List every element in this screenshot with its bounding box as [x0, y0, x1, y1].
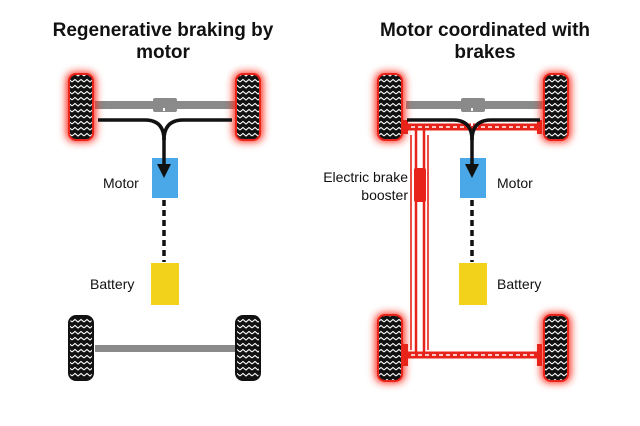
left-front-right-wheel: [233, 72, 263, 142]
electric-brake-booster-block: [414, 168, 426, 202]
right-flow-arrowhead: [465, 164, 479, 178]
right-differential: [461, 98, 485, 112]
left-rear-left-wheel: [68, 315, 94, 381]
left-battery-label: Battery: [90, 276, 135, 292]
right-battery-label: Battery: [497, 276, 542, 292]
left-battery-block: [151, 263, 179, 305]
right-rear-right-wheel: [541, 313, 571, 383]
right-flow-from-right-wheel: [470, 118, 540, 141]
right-title-line-2: brakes: [454, 42, 516, 63]
booster-label-line-2: booster: [361, 187, 408, 203]
booster-label: Electric brake booster: [308, 168, 408, 204]
right-front-right-wheel: [541, 72, 571, 142]
right-rear-left-wheel: [375, 313, 405, 383]
left-front-left-wheel: [66, 72, 96, 142]
brake-lines: [403, 120, 542, 366]
left-motor-label: Motor: [103, 175, 139, 191]
left-flow-from-right-wheel: [162, 118, 232, 141]
left-title-line-2: motor: [136, 42, 190, 63]
right-battery-block: [459, 263, 487, 305]
right-title-line-1: Motor coordinated with: [379, 20, 591, 41]
right-motor-label: Motor: [497, 175, 533, 191]
right-front-left-wheel: [375, 72, 405, 142]
booster-label-line-1: Electric brake: [323, 169, 408, 185]
left-flow-from-left-wheel: [98, 118, 166, 141]
right-panel-title: Motor coordinated with brakes: [350, 20, 620, 64]
left-diagram: [66, 72, 263, 381]
left-differential: [153, 98, 177, 112]
left-rear-axle: [95, 345, 235, 352]
right-diagram: [375, 72, 571, 383]
left-title-line-1: Regenerative braking by: [52, 20, 274, 41]
left-rear-right-wheel: [235, 315, 261, 381]
left-panel-title: Regenerative braking by motor: [28, 20, 298, 64]
